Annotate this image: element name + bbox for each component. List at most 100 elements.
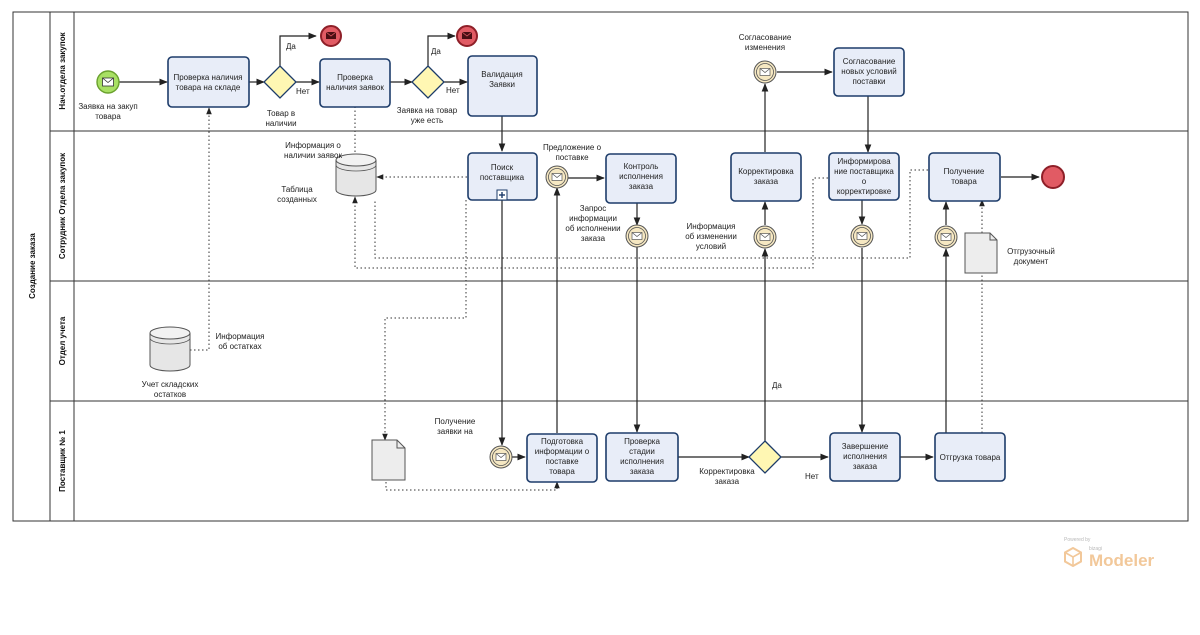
label-stock-info-2: об остатках	[218, 342, 261, 351]
label-gw3-yes: Да	[772, 381, 782, 390]
task-finish-execution[interactable]: Завершение исполнения заказа	[829, 432, 901, 482]
label-gw3-2: заказа	[715, 477, 740, 486]
event-inform-supplier[interactable]	[850, 224, 874, 248]
task-finish-execution-label-2: исполнения	[843, 452, 887, 461]
task-search-supplier-label-2: поставщика	[480, 173, 525, 182]
label-request-info-3: об исполнении	[565, 224, 620, 233]
envelope-icon	[759, 68, 771, 76]
task-control-execution-label-3: заказа	[629, 182, 654, 191]
document-shipping-icon[interactable]	[964, 232, 998, 274]
end-event[interactable]	[1041, 165, 1065, 189]
envelope-icon	[495, 453, 507, 461]
task-validation[interactable]: Валидация Заявки	[467, 55, 538, 117]
label-gw1-yes: Да	[286, 42, 296, 51]
task-ship-goods[interactable]: Отгрузка товара	[934, 432, 1006, 482]
task-check-stage-label-2: стадии	[629, 447, 655, 456]
label-gw1-2: наличии	[265, 119, 296, 128]
label-start-event-1: Заявка на закуп	[78, 102, 137, 111]
lane-purchasing-employee: Сотрудник Отдела закупок	[58, 152, 67, 259]
task-agree-terms-label-2: новых условий	[841, 67, 896, 76]
associations	[190, 99, 985, 491]
task-prepare-info[interactable]: Подготовка информации о поставке товара	[526, 433, 598, 483]
task-finish-execution-label-1: Завершение	[842, 442, 889, 451]
gateway-goods-in-stock[interactable]	[263, 65, 297, 99]
task-receive-goods-label-1: Получение	[944, 167, 985, 176]
event-supply-offer[interactable]	[545, 165, 569, 189]
task-validation-label-1: Валидация	[481, 70, 522, 79]
label-gw3-no: Нет	[805, 472, 819, 481]
label-request-info-2: информации	[569, 214, 617, 223]
task-finish-execution-label-3: заказа	[853, 462, 878, 471]
label-created-table-2: созданных	[277, 195, 317, 204]
task-inform-supplier-label-1: Информирова	[837, 157, 891, 166]
task-control-execution[interactable]: Контроль исполнения заказа	[605, 153, 677, 204]
task-check-stage-label-3: исполнения	[620, 457, 664, 466]
envelope-icon	[102, 77, 114, 87]
task-check-stock-label-1: Проверка наличия	[173, 73, 242, 82]
pool-title: Создание заказа	[28, 233, 37, 299]
task-search-supplier-label-1: Поиск	[491, 163, 514, 172]
task-check-requests[interactable]: Проверка наличия заявок	[319, 58, 391, 108]
end-event-message-1[interactable]	[320, 25, 342, 47]
task-check-stage[interactable]: Проверка стадии исполнения заказа	[605, 432, 679, 482]
label-request-info-4: заказа	[581, 234, 606, 243]
task-check-stage-label-1: Проверка	[624, 437, 660, 446]
subprocess-plus-icon[interactable]	[496, 189, 508, 201]
vendor-label: bizagi	[1089, 546, 1103, 552]
task-search-supplier[interactable]: Поиск поставщика	[467, 152, 538, 201]
branding-watermark: Powered by bizagi Modeler	[1060, 537, 1170, 577]
task-prepare-info-label-1: Подготовка	[541, 437, 584, 446]
task-inform-supplier-label-2: ние поставщика	[834, 167, 894, 176]
envelope-icon	[461, 31, 473, 39]
task-agree-terms-label-1: Согласование	[843, 57, 896, 66]
envelope-icon	[631, 232, 643, 240]
gateway-request-exists[interactable]	[411, 65, 445, 99]
gateway-adjust-order[interactable]	[748, 440, 782, 474]
datastore-stock-icon[interactable]	[149, 326, 191, 372]
envelope-icon	[856, 232, 868, 240]
label-receive-request-2: заявки на	[437, 427, 473, 436]
task-inform-supplier-label-3: о	[862, 177, 867, 186]
label-req-info-1: Информация о	[285, 141, 341, 150]
task-prepare-info-label-4: товара	[549, 467, 575, 476]
envelope-icon	[325, 31, 337, 39]
label-offer-1: Предложение о	[543, 143, 602, 152]
label-receive-request-1: Получение	[435, 417, 476, 426]
event-change-info[interactable]	[753, 225, 777, 249]
start-event[interactable]	[96, 70, 120, 94]
event-receive-request[interactable]	[489, 445, 513, 469]
task-control-execution-label-2: исполнения	[619, 172, 663, 181]
event-receive-goods[interactable]	[934, 225, 958, 249]
task-check-stock[interactable]: Проверка наличия товара на складе	[167, 56, 250, 108]
label-created-table-1: Таблица	[281, 185, 313, 194]
label-agree-event-2: изменения	[745, 43, 785, 52]
powered-by-label: Powered by	[1064, 537, 1091, 543]
label-change-info-3: условий	[696, 242, 726, 251]
task-prepare-info-label-3: поставке	[545, 457, 579, 466]
label-shipping-doc-2: документ	[1014, 257, 1049, 266]
document-request-icon[interactable]	[371, 439, 406, 481]
task-inform-supplier[interactable]: Информирова ние поставщика о корректиров…	[828, 152, 900, 201]
task-agree-terms[interactable]: Согласование новых условий поставки	[833, 47, 905, 97]
task-receive-goods[interactable]: Получение товара	[928, 152, 1001, 202]
sequence-flows	[119, 32, 1040, 461]
product-label: Modeler	[1089, 551, 1155, 570]
event-request-info[interactable]	[625, 224, 649, 248]
task-adjust-order[interactable]: Корректировка заказа	[730, 152, 802, 202]
envelope-icon	[759, 233, 771, 241]
envelope-icon	[551, 173, 563, 181]
task-agree-terms-label-3: поставки	[852, 77, 885, 86]
lanes: Нач.отдела закупок Сотрудник Отдела заку…	[50, 12, 1188, 521]
datastore-requests-icon[interactable]	[335, 153, 377, 197]
diagram-labels: Заявка на закуп товара Товар в наличии Д…	[78, 33, 1055, 486]
end-event-message-2[interactable]	[456, 25, 478, 47]
label-offer-2: поставке	[555, 153, 589, 162]
task-adjust-order-label-2: заказа	[754, 177, 779, 186]
label-gw2-1: Заявка на товар	[397, 106, 458, 115]
label-gw2-no: Нет	[446, 86, 460, 95]
modeler-logo-icon	[1064, 547, 1082, 567]
event-agree-change[interactable]	[753, 60, 777, 84]
task-inform-supplier-label-4: корректировке	[837, 187, 892, 196]
task-check-stock-label-2: товара на складе	[176, 83, 241, 92]
task-receive-goods-label-2: товара	[951, 177, 977, 186]
